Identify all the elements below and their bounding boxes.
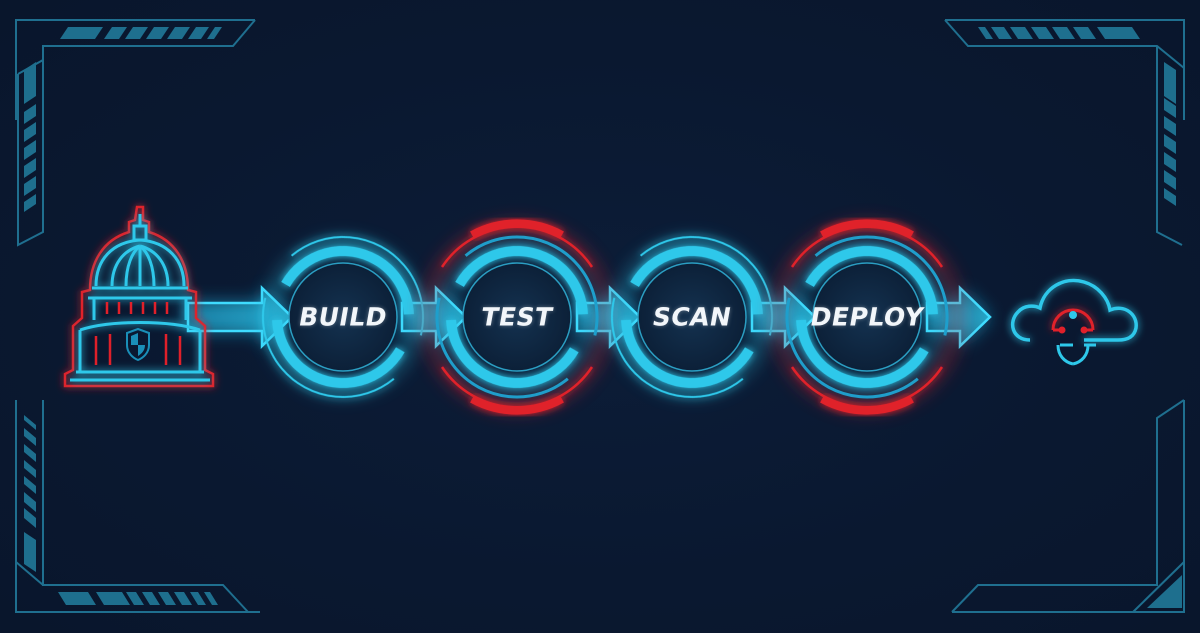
capitol-building-shield-icon [63,205,215,388]
hud-frame-stripes [24,27,1182,608]
stage-node-deploy[interactable] [754,204,979,429]
stage-label-test: TEST [478,302,556,332]
cloud-gauge-icon [1010,278,1138,366]
stage-node-build[interactable] [230,204,455,429]
stage-label-deploy: DEPLOY [808,302,926,332]
stage-label-scan: SCAN [650,302,734,332]
stage-label-build: BUILD [296,302,390,332]
shield-icon [126,327,150,362]
stage-node-test[interactable] [404,204,629,429]
hud-frame [15,19,1185,613]
stage-node-scan[interactable] [579,204,804,429]
